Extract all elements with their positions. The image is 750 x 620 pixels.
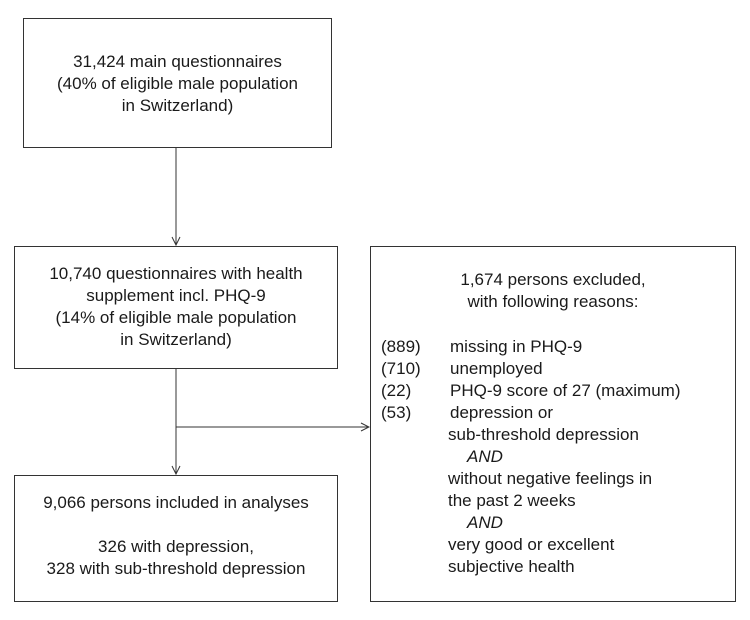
reason-continuation-5: subjective health: [448, 557, 575, 576]
excluded-heading-2: with following reasons:: [467, 292, 639, 311]
included-line-2: 328 with sub-threshold depression: [46, 559, 306, 578]
reason-text-max-score: PHQ-9 score of 27 (maximum): [450, 381, 681, 400]
health-line-3: (14% of eligible male population: [55, 308, 297, 327]
included-analyses-box: 9,066 persons included in analyses 326 w…: [14, 475, 338, 602]
main-line-2: (40% of eligible male population: [57, 74, 298, 93]
reason-text-depression: depression or: [450, 403, 554, 422]
health-line-1: 10,740 questionnaires with health: [49, 264, 303, 283]
excluded-persons-box: 1,674 persons excluded, with following r…: [370, 246, 736, 602]
reason-count-depression: (53): [381, 403, 412, 422]
reason-continuation-3: the past 2 weeks: [448, 491, 576, 510]
reason-continuation-2: without negative feelings in: [448, 469, 653, 488]
health-supplement-box: 10,740 questionnaires with health supple…: [14, 246, 338, 369]
main-questionnaires-box: 31,424 main questionnaires (40% of eligi…: [23, 18, 332, 148]
reason-count-max-score: (22): [381, 381, 412, 400]
reason-continuation-1: sub-threshold depression: [448, 425, 639, 444]
reason-count-missing: (889): [381, 337, 421, 356]
and-connector-2: AND: [467, 513, 503, 532]
included-line-1: 326 with depression,: [98, 537, 254, 556]
health-line-4: in Switzerland): [120, 330, 232, 349]
excluded-heading-1: 1,674 persons excluded,: [460, 270, 646, 289]
included-spacer: [15, 514, 337, 536]
main-line-1: 31,424 main questionnaires: [73, 52, 282, 71]
reason-text-missing: missing in PHQ-9: [450, 337, 583, 356]
main-line-3: in Switzerland): [121, 96, 234, 115]
and-connector-1: AND: [467, 447, 503, 466]
reason-text-unemployed: unemployed: [450, 359, 543, 378]
reason-count-unemployed: (710): [381, 359, 421, 378]
reason-continuation-4: very good or excellent: [448, 535, 615, 554]
included-title: 9,066 persons included in analyses: [43, 493, 309, 512]
health-line-2: supplement incl. PHQ-9: [86, 286, 266, 305]
